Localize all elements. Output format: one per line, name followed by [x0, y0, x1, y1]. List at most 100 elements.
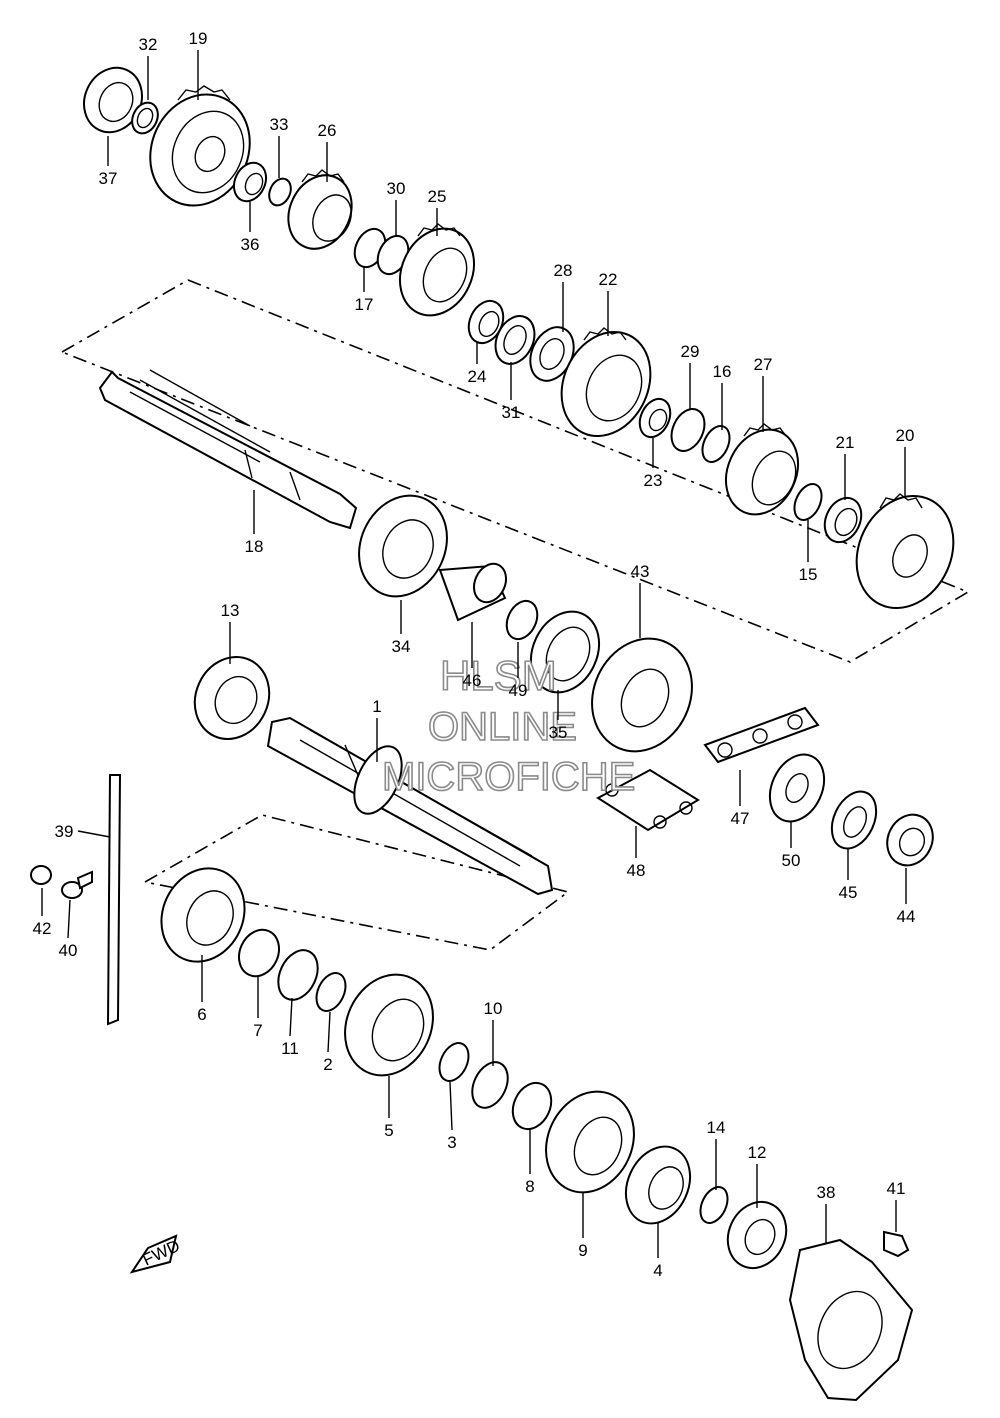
callout-28: 28 [554, 261, 573, 280]
gear-19 [149, 85, 251, 207]
circlip-16 [701, 425, 731, 463]
callout-25: 25 [428, 187, 447, 206]
callout-42: 42 [33, 919, 52, 938]
callout-19: 19 [189, 29, 208, 48]
circlip-3 [438, 1042, 470, 1082]
callout-49: 49 [509, 681, 528, 700]
callout-20: 20 [896, 426, 915, 445]
watermark-line-1: HLSM [440, 652, 557, 699]
callout-10: 10 [484, 999, 503, 1018]
callout-30: 30 [387, 179, 406, 198]
callout-36: 36 [241, 235, 260, 254]
callout-17: 17 [355, 295, 374, 314]
sprocket-43 [591, 637, 693, 753]
bearing-13 [193, 656, 271, 740]
washer-32 [131, 101, 159, 135]
callout-27: 27 [754, 355, 773, 374]
gear-9 [545, 1090, 635, 1194]
stopper-40 [61, 870, 93, 899]
leader-line-39 [77, 830, 111, 838]
screw-42 [30, 865, 52, 885]
callout-32: 32 [139, 35, 158, 54]
callout-2: 2 [323, 1055, 332, 1074]
callout-37: 37 [99, 169, 118, 188]
washer-31 [494, 315, 536, 365]
gear-6 [160, 867, 246, 963]
callout-41: 41 [887, 1179, 906, 1198]
chain-47 [703, 706, 820, 764]
gear-26 [287, 169, 353, 250]
callout-3: 3 [447, 1133, 456, 1152]
leader-line-3 [449, 1081, 453, 1131]
oil-seal-35 [529, 610, 601, 694]
callout-12: 12 [748, 1143, 767, 1162]
bearing-34 [358, 494, 448, 598]
leader-line-2 [327, 1011, 331, 1053]
washer-10 [471, 1061, 509, 1109]
leader-line-11 [289, 997, 293, 1037]
callout-33: 33 [270, 115, 289, 134]
callout-5: 5 [384, 1121, 393, 1140]
callout-46: 46 [463, 671, 482, 690]
gear-22 [560, 327, 652, 438]
bushing-21 [823, 496, 863, 544]
watermark-line-3: MICROFICHE [382, 755, 635, 799]
leader-line-40 [67, 899, 71, 939]
fwd-arrow-icon: FWD [129, 1234, 183, 1274]
gear-4 [624, 1145, 692, 1225]
callout-layer: 1234567891011121314151617181920212223242… [33, 29, 916, 1280]
shift-rod-39 [106, 774, 122, 1026]
callout-8: 8 [525, 1177, 534, 1196]
callout-47: 47 [731, 809, 750, 828]
oring-49 [505, 599, 539, 641]
washer-29 [670, 408, 706, 452]
callout-18: 18 [245, 537, 264, 556]
callout-24: 24 [468, 367, 487, 386]
circlip-2 [315, 972, 347, 1012]
bushing-7 [238, 928, 280, 978]
callout-15: 15 [799, 565, 818, 584]
bearing-12 [726, 1200, 788, 1270]
gear-27 [725, 423, 799, 516]
callout-1: 1 [372, 697, 381, 716]
retainer-38 [788, 1238, 914, 1402]
bearing-8 [511, 1081, 553, 1131]
washer-45 [830, 790, 878, 850]
bolt-41 [883, 1230, 910, 1258]
watermark-line-2: ONLINE [428, 705, 577, 749]
callout-38: 38 [817, 1183, 836, 1202]
circlip-14 [699, 1186, 729, 1224]
nut-44 [886, 813, 934, 867]
driveshaft-1 [266, 716, 554, 896]
countershaft-18 [98, 369, 358, 530]
callout-29: 29 [681, 342, 700, 361]
gear-20 [855, 493, 955, 610]
callout-7: 7 [253, 1021, 262, 1040]
callout-39: 39 [55, 822, 74, 841]
callout-4: 4 [653, 1261, 662, 1280]
callout-6: 6 [197, 1005, 206, 1024]
bearing-23 [638, 397, 672, 439]
callout-9: 9 [578, 1241, 587, 1260]
callout-11: 11 [281, 1039, 299, 1058]
callout-34: 34 [392, 637, 411, 656]
callout-14: 14 [707, 1118, 726, 1137]
bushing-46 [438, 562, 508, 622]
callout-31: 31 [502, 403, 521, 422]
washer-11 [277, 949, 319, 1001]
callout-44: 44 [897, 907, 916, 926]
callout-48: 48 [627, 861, 646, 880]
countershaft-group-frame [61, 279, 970, 663]
callout-43: 43 [631, 562, 650, 581]
driveshaft-group-frame [144, 814, 570, 951]
circlip-15 [793, 483, 823, 521]
callout-35: 35 [549, 723, 568, 742]
gear-25 [399, 223, 475, 317]
callout-40: 40 [59, 941, 78, 960]
gear-5 [344, 973, 434, 1077]
joint-48 [596, 768, 700, 832]
callout-21: 21 [836, 433, 855, 452]
callout-23: 23 [644, 471, 663, 490]
